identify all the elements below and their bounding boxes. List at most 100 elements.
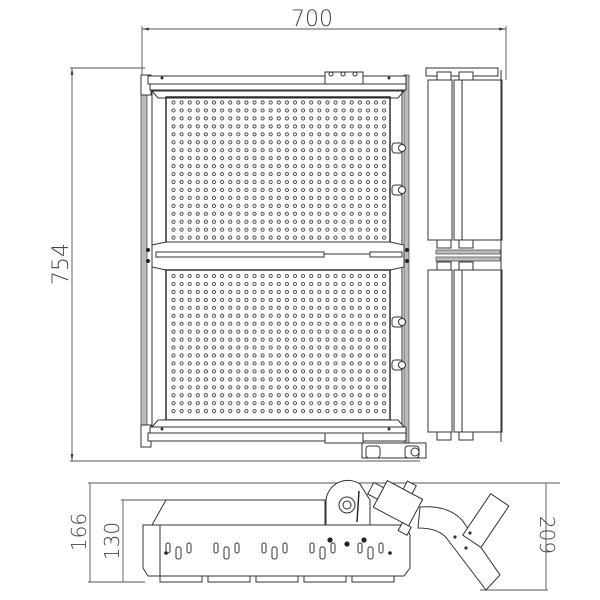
led-dot [349,164,354,169]
led-dot [244,401,249,406]
led-dot [357,329,362,334]
led-dot [228,289,233,294]
led-dot [211,377,217,382]
led-dot [211,289,217,294]
led-dot [171,140,176,145]
led-dot [333,273,338,279]
led-dot [357,219,362,224]
led-dot [365,132,370,137]
led-dot [373,132,379,137]
led-dot [357,401,362,406]
led-dot [220,281,225,287]
led-dot [284,108,289,113]
led-dot [333,289,338,294]
led-dot [260,148,265,153]
led-dot [236,353,241,358]
led-dot [187,164,192,169]
led-dot [211,116,217,121]
led-dot [171,345,176,350]
led-dot [276,195,281,200]
led-dot [260,305,265,310]
led-dot [203,100,208,105]
led-dot [341,156,346,161]
led-dot [195,203,200,208]
led-dot [228,108,233,113]
led-dot [317,187,322,193]
led-dot [171,132,176,137]
led-dot [276,289,281,294]
led-dot [244,203,249,208]
led-dot [171,273,176,279]
led-dot [195,273,200,279]
led-dot [195,219,200,224]
led-dot [301,345,306,350]
led-dot [171,187,176,193]
led-dot [211,148,217,153]
led-dot [317,385,322,390]
led-dot [244,116,249,121]
led-dot [333,281,338,287]
led-dot [187,361,192,366]
led-dot [365,211,370,216]
led-dot [292,393,298,398]
led-dot [309,353,314,358]
led-dot [195,321,200,326]
led-dot [195,305,200,310]
led-dot [325,393,330,398]
led-dot [382,203,387,208]
led-dot [244,353,249,358]
led-dot [349,329,354,334]
led-dot [252,353,257,358]
led-dot [301,227,306,232]
led-dot [341,116,346,121]
led-dot [325,369,330,374]
pivot-hub [325,479,371,526]
led-dot [382,313,387,318]
led-dot [236,377,241,382]
led-dot [228,100,233,105]
led-dot [171,124,176,129]
led-dot [220,227,225,232]
led-dot [195,108,200,113]
led-dot [309,361,314,366]
led-dot [171,369,176,374]
led-dot [301,195,306,200]
led-dot [341,140,346,145]
led-dot [357,321,362,326]
led-dot [220,313,225,318]
led-dot [244,235,249,240]
led-dot [236,203,241,208]
led-dot [268,179,273,185]
led-dot [195,227,200,232]
led-dot [228,195,233,200]
led-dot [373,321,379,326]
led-dot [349,289,354,294]
led-dot [203,401,208,406]
led-dot [252,171,257,177]
led-dot [211,273,217,279]
led-dot [187,401,192,406]
led-dot [349,156,354,161]
led-dot [276,297,281,302]
led-dot [373,409,379,414]
led-dot [244,393,249,398]
led-dot [325,195,330,200]
led-dot [228,116,233,121]
led-dot [365,297,370,302]
led-dot [365,203,370,208]
led-dot [309,179,314,185]
led-dot [268,305,273,310]
led-dot [179,108,184,113]
led-dot [244,297,249,302]
led-dot [179,179,184,185]
led-dot [333,164,338,169]
led-dot [309,116,314,121]
led-dot [244,164,249,169]
led-dot [284,273,289,279]
led-dot [357,393,362,398]
led-dot [301,321,306,326]
led-dot [203,393,208,398]
led-dot [333,361,338,366]
led-dot [292,353,298,358]
led-dot [171,281,176,287]
